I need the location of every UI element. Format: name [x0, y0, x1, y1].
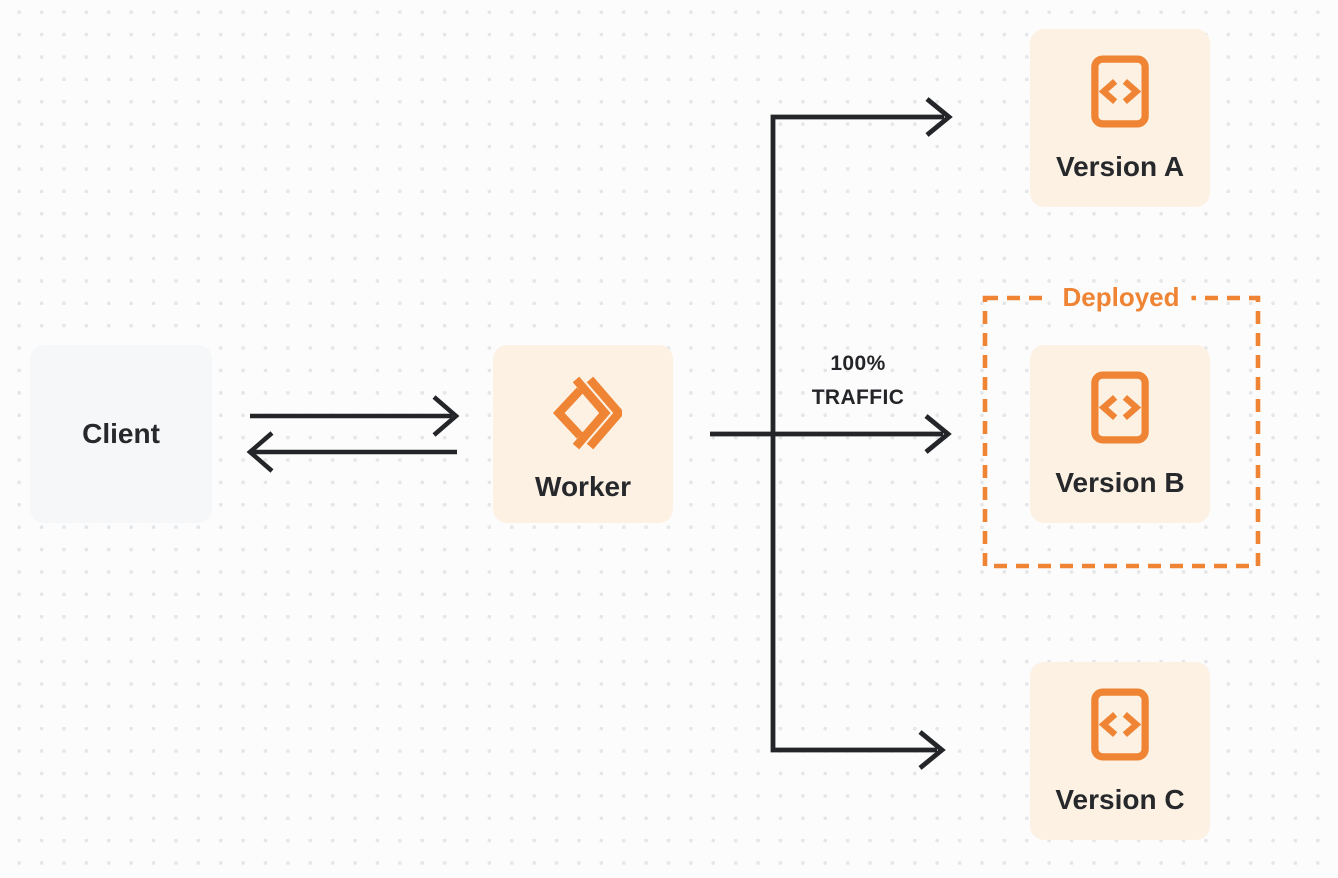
- node-version-c: Version C: [1030, 662, 1210, 840]
- version-a-label: Version A: [1055, 151, 1185, 182]
- worker-label: Worker: [535, 471, 631, 502]
- version-b-label: Version B: [1055, 467, 1185, 498]
- version-c-label: Version C: [1055, 784, 1185, 815]
- client-label: Client: [82, 418, 160, 450]
- traffic-percent: 100%: [830, 352, 886, 375]
- node-worker: Worker: [493, 345, 673, 523]
- code-document-icon: [1091, 371, 1149, 444]
- code-document-icon: [1091, 688, 1149, 761]
- edge-worker-to-client: [246, 431, 457, 473]
- edge-branch-to-version-a: [770, 97, 953, 434]
- edge-branch-to-version-c: [770, 434, 946, 770]
- deployed-badge: Deployed: [1050, 282, 1192, 313]
- node-version-a: Version A: [1030, 29, 1210, 207]
- edge-client-to-worker: [250, 395, 460, 437]
- workers-double-chevron-icon: [544, 372, 625, 454]
- traffic-annotation: 100% TRAFFIC: [812, 347, 905, 415]
- node-version-b: Version B: [1030, 345, 1210, 523]
- edge-worker-to-version-b: [710, 414, 952, 454]
- traffic-word: TRAFFIC: [811, 386, 905, 409]
- node-client: Client: [30, 345, 212, 523]
- code-document-icon: [1091, 55, 1149, 128]
